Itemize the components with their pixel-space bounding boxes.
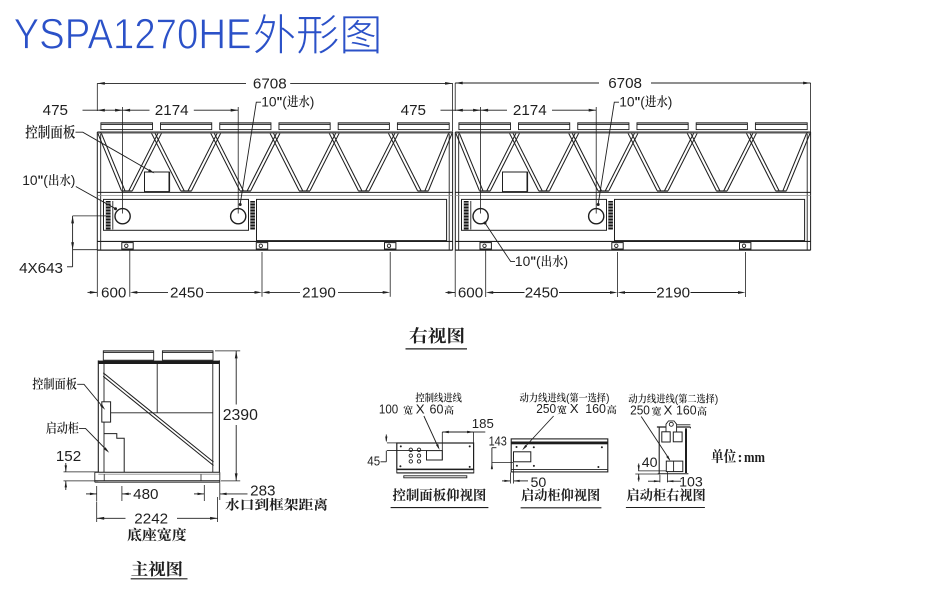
svg-text:600: 600 (101, 284, 126, 301)
svg-text:": " (277, 95, 283, 109)
svg-text:10: 10 (619, 94, 635, 109)
svg-text:2450: 2450 (525, 285, 559, 302)
svg-text:): ) (310, 94, 315, 109)
svg-text:160: 160 (676, 403, 697, 418)
svg-text:(: ( (536, 254, 541, 269)
svg-text:2174: 2174 (155, 102, 189, 119)
svg-text:50: 50 (531, 475, 547, 491)
svg-text:2190: 2190 (656, 285, 690, 302)
svg-text:": " (635, 95, 641, 109)
svg-text:(: ( (282, 94, 287, 109)
svg-text:40: 40 (642, 455, 658, 471)
svg-text:X: X (416, 402, 425, 417)
svg-text:480: 480 (133, 486, 158, 503)
svg-text:2174: 2174 (513, 102, 547, 119)
svg-text:mm: mm (744, 449, 765, 466)
svg-text:185: 185 (472, 416, 494, 431)
svg-text:): ) (668, 94, 673, 109)
svg-text:): ) (606, 393, 610, 405)
svg-text:4X643: 4X643 (19, 260, 63, 277)
svg-text:): ) (715, 394, 719, 406)
svg-text:100: 100 (379, 402, 398, 417)
svg-text:10: 10 (261, 94, 277, 109)
svg-text:250: 250 (630, 403, 650, 418)
svg-text:160: 160 (585, 401, 606, 416)
svg-text:(: ( (43, 173, 48, 188)
svg-text:X: X (570, 401, 579, 416)
svg-text:(: ( (675, 394, 679, 406)
svg-text:): ) (71, 173, 76, 188)
svg-text:6708: 6708 (253, 76, 287, 93)
svg-text:2450: 2450 (170, 284, 204, 301)
svg-text:2190: 2190 (302, 284, 336, 301)
svg-text:600: 600 (458, 285, 483, 302)
svg-text:10: 10 (22, 173, 38, 188)
svg-text:60: 60 (430, 402, 444, 417)
svg-text:143: 143 (489, 434, 507, 449)
svg-text:(: ( (640, 94, 645, 109)
svg-text:": " (530, 255, 536, 269)
svg-text:10: 10 (515, 254, 531, 269)
svg-text:103: 103 (679, 475, 703, 491)
svg-text:475: 475 (43, 102, 68, 119)
svg-text:250: 250 (536, 401, 556, 416)
svg-text:): ) (564, 254, 569, 269)
svg-text:152: 152 (56, 448, 81, 465)
svg-text:(: ( (566, 393, 570, 405)
svg-text:2390: 2390 (223, 407, 258, 424)
svg-text:6708: 6708 (608, 75, 642, 92)
svg-text:283: 283 (250, 483, 275, 500)
svg-text:475: 475 (401, 102, 426, 119)
svg-text:YSPA1270HE: YSPA1270HE (14, 10, 252, 58)
svg-text:45: 45 (367, 453, 380, 468)
svg-text:2242: 2242 (134, 510, 168, 527)
svg-text::: : (738, 450, 743, 466)
svg-text:": " (38, 174, 44, 188)
svg-text:X: X (664, 403, 673, 418)
